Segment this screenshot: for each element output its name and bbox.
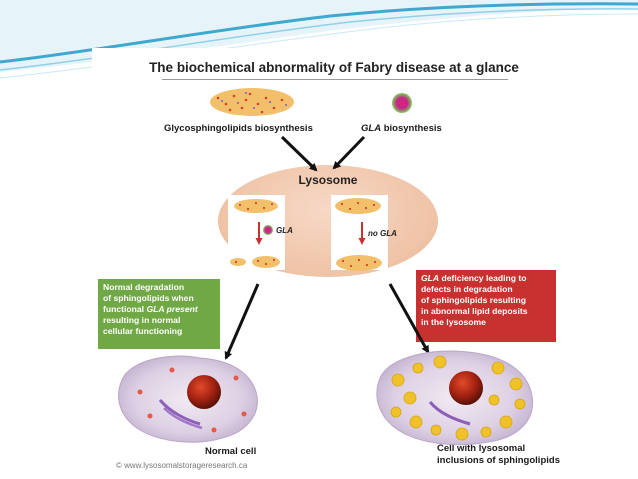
normal-box-gla-present: GLA present	[146, 304, 198, 314]
right-no-gla: GLA	[380, 229, 397, 238]
left-gla-label: GLA	[276, 226, 293, 235]
deficiency-box-line-3: of sphingolipids resulting	[421, 295, 527, 305]
normal-box-line-4: resulting in normal	[103, 315, 181, 325]
arrow-gla-to-lysosome	[332, 135, 366, 170]
normal-cell-label: Normal cell	[205, 446, 257, 457]
gla-biosynthesis-text: biosynthesis	[383, 123, 442, 134]
copyright-notice: © www.lysosomalstorageresearch.ca	[116, 461, 248, 470]
abnormal-cell-label-1: Cell with lysosomal	[437, 443, 526, 454]
deficiency-box-line-1: GLA deficiency leading to	[421, 273, 551, 284]
arrow-to-normal-cell	[224, 283, 260, 360]
normal-box-line-5: cellular functioning	[103, 326, 183, 336]
deficiency-box-first: deficiency leading to	[439, 273, 527, 283]
normal-box-line-1: Normal degradation	[103, 282, 185, 292]
normal-degradation-box: Normal degradation of sphingolipids when…	[98, 279, 220, 349]
right-no-gla-label: no GLA	[368, 229, 397, 238]
deficiency-box-line-4: in abnormal lipid deposits	[421, 306, 528, 316]
arrow-to-abnormal-cell	[388, 283, 430, 354]
deficiency-box-line-2: defects in degradation	[421, 284, 513, 294]
normal-box-functional: functional	[103, 304, 145, 314]
diagram-title: The biochemical abnormality of Fabry dis…	[149, 60, 519, 75]
abnormal-cell-illustration	[376, 350, 534, 446]
normal-cell-nucleus	[187, 375, 221, 409]
gla-biosynthesis-label: GLA biosynthesis	[361, 123, 442, 134]
left-gla-icon	[263, 225, 273, 235]
gla-enzyme-icon	[392, 93, 412, 113]
left-chamber-content: GLA	[230, 199, 293, 268]
deficiency-box-line-5: in the lysosome	[421, 317, 486, 327]
abnormal-cell-nucleus	[449, 371, 483, 405]
glycosphingolipids-label: Glycosphingolipids biosynthesis	[164, 123, 313, 134]
deficiency-box-gla: GLA	[421, 273, 440, 283]
arrow-glycosphingolipids-to-lysosome	[280, 135, 318, 172]
normal-cell-illustration	[118, 355, 258, 443]
normal-box-line-3: functional GLA present	[103, 304, 215, 315]
abnormal-cell-label-2: inclusions of sphingolipids	[437, 455, 560, 466]
gla-deficiency-box: GLA deficiency leading to defects in deg…	[416, 270, 556, 342]
lysosome-label: Lysosome	[298, 173, 358, 187]
right-no-prefix: no	[368, 229, 378, 238]
glycosphingolipid-cluster-icon	[210, 88, 294, 116]
normal-box-line-2: of sphingolipids when	[103, 293, 194, 303]
gla-abbrev: GLA	[361, 123, 382, 134]
right-chamber-content: no GLA	[335, 198, 397, 271]
title-underline	[162, 79, 508, 80]
